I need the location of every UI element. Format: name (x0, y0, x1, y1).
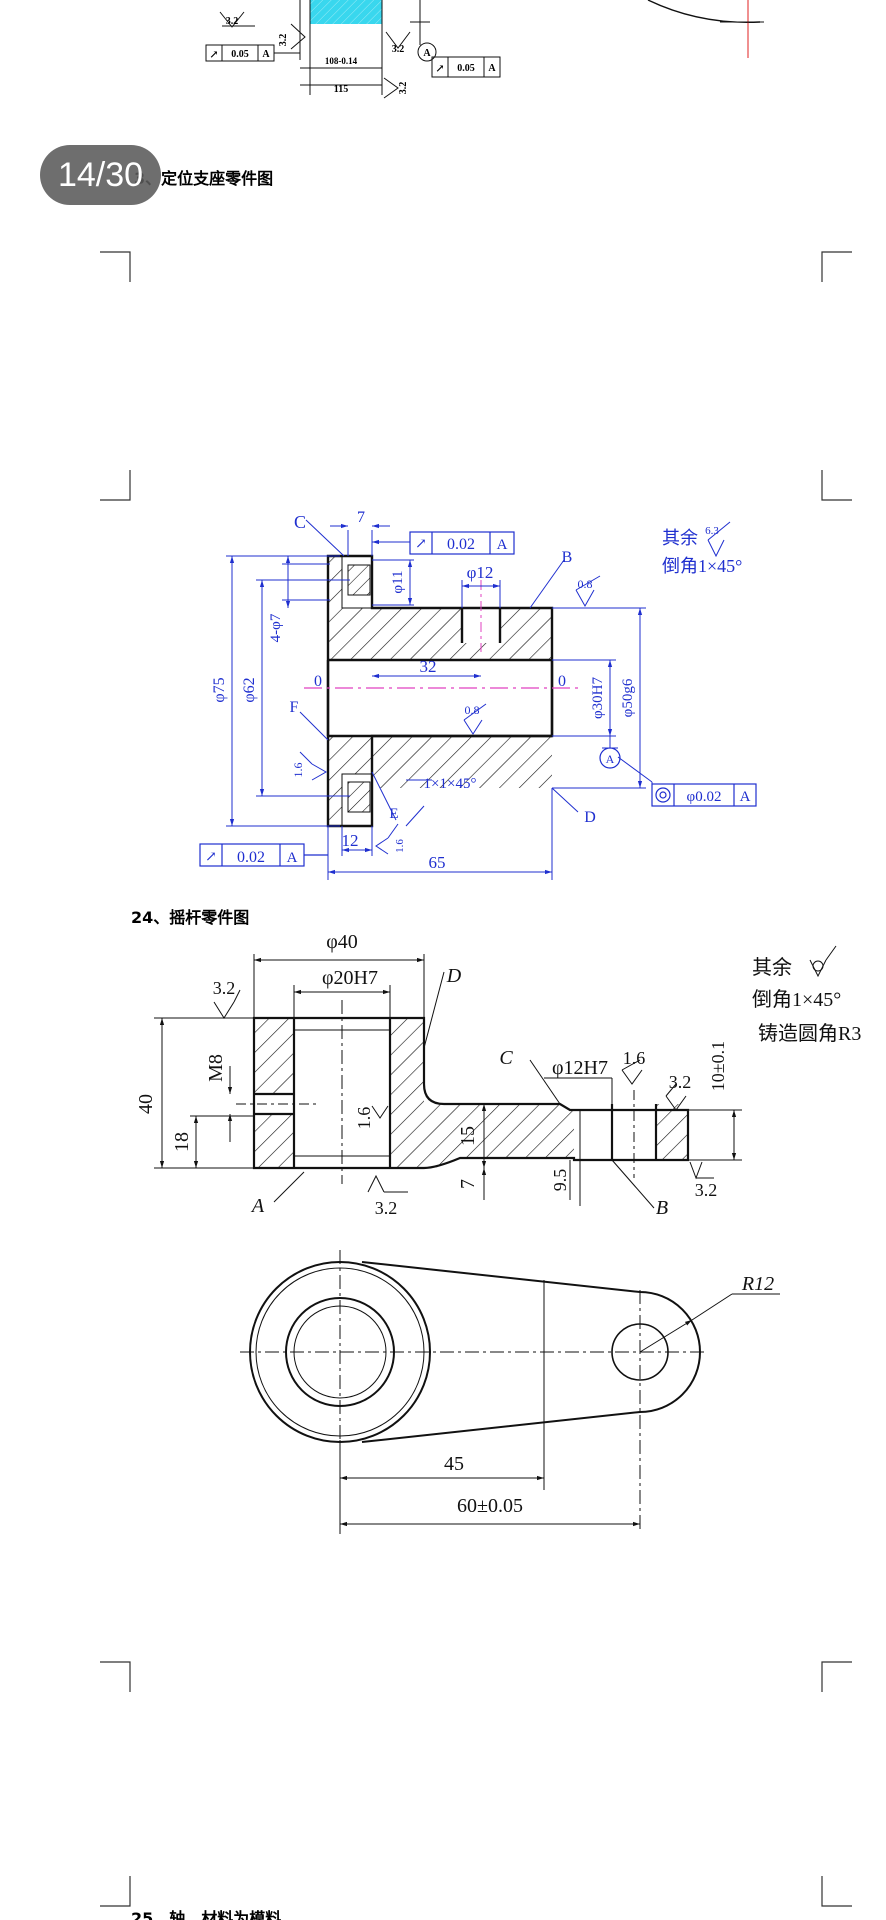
tolerance-value: 0.05 (457, 63, 475, 74)
drawing-24-rocker-arm: φ40 φ20H7 D 3.2 40 18 M8 1.6 15 7 C φ12H… (135, 931, 861, 1534)
tolerance-value: φ0.02 (687, 789, 722, 805)
chamfer-note: 1×1×45° (424, 776, 477, 792)
roughness-label: 6.3 (705, 525, 719, 537)
runout-icon: ↗ (415, 537, 427, 552)
note-casting-round: 铸造圆角R3 (758, 1022, 861, 1045)
dim-phi12: φ12 (467, 563, 494, 582)
section-heading-24: 24、摇杆零件图 (131, 908, 250, 927)
runout-icon: ↗ (209, 49, 218, 61)
section-heading-23: 3、定位支座零件图 (134, 169, 274, 188)
label-c: C (499, 1047, 513, 1069)
dim-32: 32 (420, 657, 437, 676)
top-partial-drawing: 3.2 3.2 ↗ 0.05 A 108-0.14 115 3.2 A ↗ 0.… (205, 0, 764, 99)
roughness-label: 3.2 (226, 16, 239, 27)
dim-40: 40 (135, 1094, 157, 1114)
label-b: B (656, 1197, 668, 1219)
datum-a-label: A (606, 752, 615, 766)
dim-phi75: φ75 (211, 677, 228, 702)
roughness-label: 3.2 (695, 1180, 718, 1200)
dim-9-5: 9.5 (550, 1169, 570, 1192)
datum-ref: A (488, 63, 496, 74)
crop-marks (100, 251, 852, 1907)
roughness-label: 0.8 (465, 703, 480, 717)
section-heading-25: 25、轴，材料为模料 (131, 1909, 282, 1920)
dim-18: 18 (171, 1132, 193, 1152)
roughness-label: 1.6 (394, 839, 406, 853)
note-rest: 其余 (662, 528, 698, 548)
page-indicator: 14/30 (40, 145, 161, 205)
datum-ref: A (287, 850, 298, 866)
datum-ref: A (262, 49, 270, 60)
datum-ref: A (497, 537, 508, 553)
dim-phi50g6: φ50g6 (620, 678, 636, 717)
dim-hole-pattern: 4-φ7 (268, 613, 284, 642)
dimension-108: 108-0.14 (325, 56, 358, 66)
dim-phi12h7: φ12H7 (552, 1057, 608, 1079)
note-rest: 其余 (752, 956, 792, 979)
label-d: D (584, 809, 596, 826)
roughness-label: 3.2 (392, 44, 405, 55)
roughness-label: 3.2 (375, 1198, 398, 1218)
label-a: A (250, 1195, 265, 1217)
dim-65: 65 (429, 853, 446, 872)
roughness-label: 1.6 (354, 1107, 374, 1130)
drawing-23-locating-support: ↗ 0.02 A φ0.02 A ↗ 0.02 A C 7 φ11 (199, 509, 757, 880)
label-b: B (562, 549, 573, 566)
roughness-label: 3.2 (398, 82, 409, 95)
fcf-runout-bottom (199, 843, 328, 867)
roughness-label: 1.6 (291, 763, 305, 778)
roughness-label: 3.2 (669, 1072, 692, 1092)
dimension-115: 115 (334, 84, 348, 95)
roughness-label: 1.6 (623, 1048, 646, 1068)
dim-r12: R12 (741, 1273, 774, 1295)
dim-7: 7 (357, 509, 365, 526)
runout-icon: ↗ (435, 63, 444, 75)
dim-10: 10±0.1 (708, 1041, 728, 1091)
tolerance-value: 0.02 (237, 849, 265, 866)
roughness-label: 0.8 (578, 577, 593, 591)
roughness-label: 3.2 (278, 34, 289, 47)
datum-a-marker (599, 747, 621, 769)
dim-12: 12 (342, 831, 359, 850)
dim-7: 7 (457, 1179, 479, 1189)
note-chamfer: 倒角1×45° (752, 988, 841, 1011)
label-d: D (446, 965, 462, 987)
fcf-coaxiality (651, 783, 757, 807)
dim-phi11: φ11 (390, 570, 406, 593)
fcf-runout-top (409, 531, 515, 555)
roughness-label: 3.2 (213, 978, 236, 998)
label-f: F (290, 699, 299, 716)
dim-15: 15 (457, 1126, 479, 1146)
tolerance-value: 0.02 (447, 536, 475, 553)
dim-phi62: φ62 (241, 677, 258, 702)
label-zero: 0 (314, 673, 322, 690)
label-c: C (294, 512, 306, 532)
dim-phi20h7: φ20H7 (322, 967, 378, 989)
datum-ref: A (740, 789, 751, 805)
runout-icon: ↗ (205, 850, 217, 865)
datum-marker: A (423, 48, 431, 59)
label-zero: 0 (558, 673, 566, 690)
label-e: E (389, 806, 398, 822)
dim-phi30h7: φ30H7 (590, 677, 606, 719)
dim-phi40: φ40 (326, 931, 358, 953)
dim-m8: M8 (205, 1054, 227, 1082)
tolerance-value: 0.05 (231, 49, 249, 60)
dim-60: 60±0.05 (457, 1495, 523, 1517)
dim-45: 45 (444, 1453, 464, 1475)
note-chamfer: 倒角1×45° (662, 556, 742, 576)
